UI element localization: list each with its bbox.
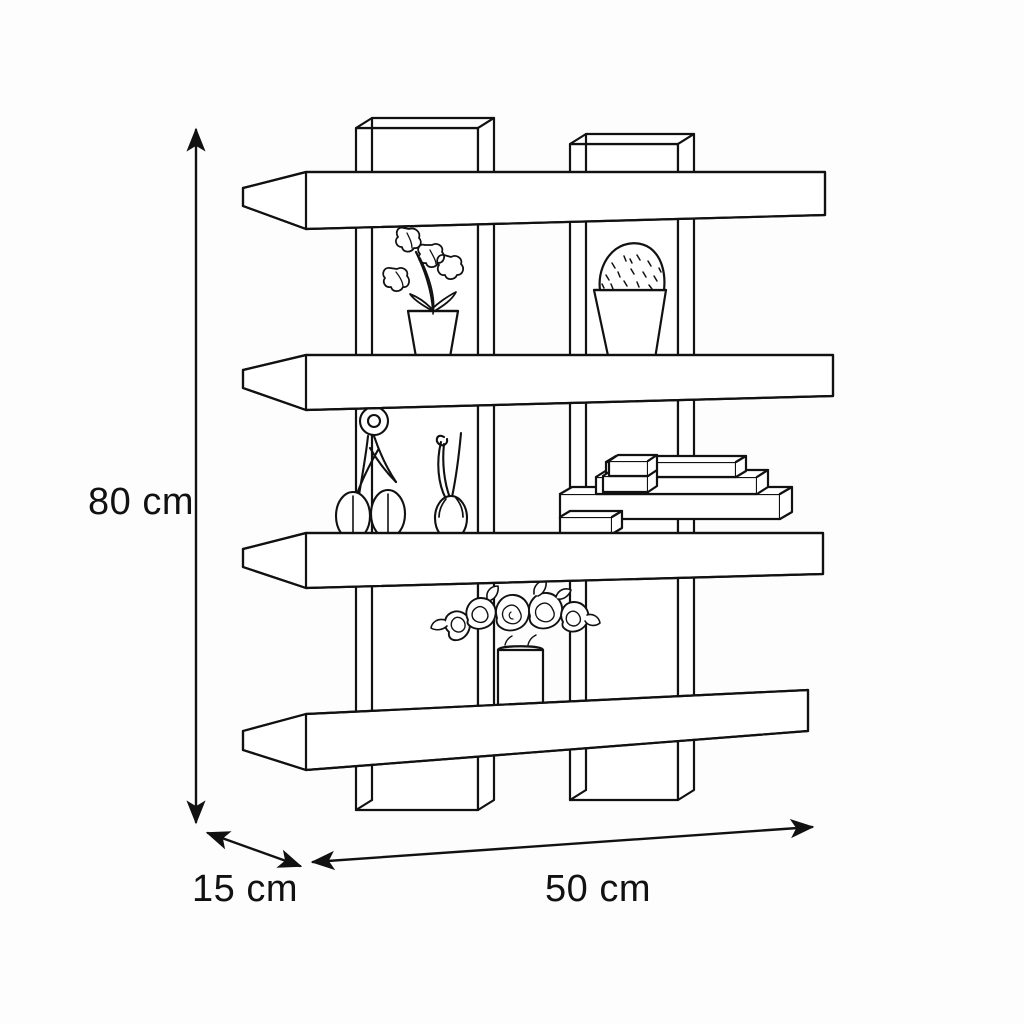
dimension-line-depth (205, 831, 303, 868)
support-panel-left (354, 116, 496, 812)
width-dimension-label: 50 cm (545, 868, 651, 910)
orchid-plant-decor (382, 226, 464, 359)
height-dimension-label: 80 cm (88, 481, 194, 523)
dimension-line-width (310, 818, 815, 871)
shelf-board-4 (241, 688, 810, 772)
shelf-board-1 (241, 170, 827, 231)
scissors-decor (334, 405, 469, 542)
rose-vase-decor (430, 580, 601, 723)
shelf-board-3 (241, 531, 825, 590)
shelf-board-2 (241, 353, 835, 412)
depth-dimension-label: 15 cm (192, 868, 298, 910)
book-stack-decor (558, 453, 794, 536)
cactus-plant-decor (592, 242, 668, 367)
